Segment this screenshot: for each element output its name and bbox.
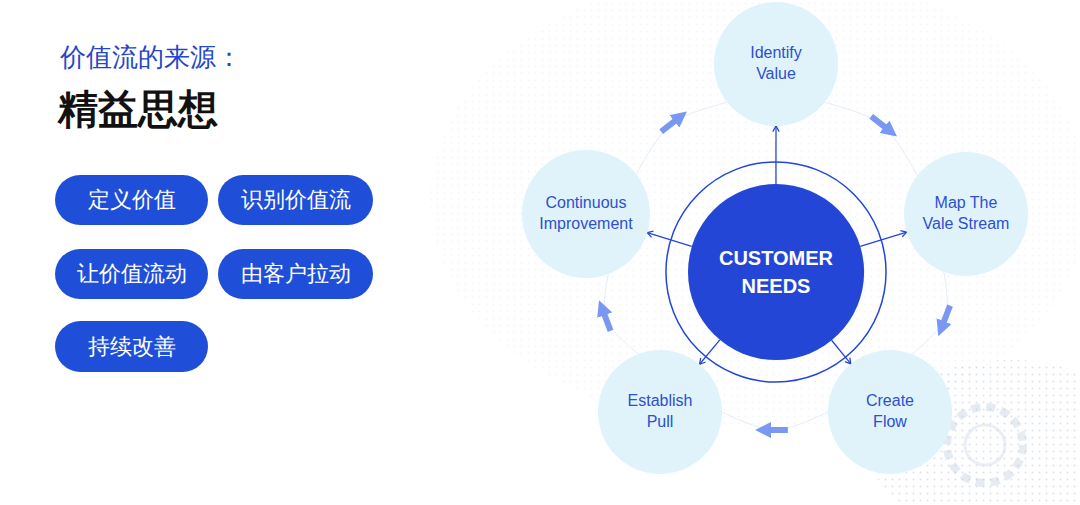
gear-watermark <box>947 407 1023 483</box>
pill-label: 持续改善 <box>88 332 176 362</box>
cycle-arrow <box>871 116 887 128</box>
radial-arrow <box>700 340 720 364</box>
circle-label: CUSTOMER NEEDS <box>701 244 851 300</box>
dot-texture <box>430 0 1080 430</box>
circle-label: Identify Value <box>736 43 816 85</box>
connector <box>700 340 720 364</box>
cycle-arrow <box>661 119 677 131</box>
connector <box>832 340 851 364</box>
connector <box>775 126 776 184</box>
circle-label: Map The Vale Stream <box>920 193 1012 235</box>
circle-outline <box>522 150 650 278</box>
principle-pill: 识别价值流 <box>218 175 373 225</box>
radial-arrow <box>860 232 906 246</box>
pill-label: 让价值流动 <box>77 259 187 289</box>
connector <box>722 412 828 430</box>
circle-outline <box>904 152 1028 276</box>
cycle-arrow <box>604 312 611 331</box>
cycle-arrow <box>943 306 950 325</box>
principle-pill: 定义价值 <box>55 175 208 225</box>
circle-label: Establish Pull <box>620 391 700 433</box>
cycle-path <box>912 272 947 354</box>
circle-outline <box>688 184 864 360</box>
step-circle: Identify Value <box>714 2 838 126</box>
step-circle: Continuous Improvement <box>522 150 650 278</box>
pill-label: 识别价值流 <box>241 185 351 215</box>
cycle-path <box>825 102 918 175</box>
connector <box>636 102 727 174</box>
step-circle: Map The Vale Stream <box>904 152 1028 276</box>
cycle-path <box>636 102 727 174</box>
title: 价值流的来源： <box>60 42 242 72</box>
cycle-arrow <box>768 427 788 433</box>
step-circle: Create Flow <box>828 350 952 474</box>
circle-outline <box>828 350 952 474</box>
circle-label: Create Flow <box>850 391 930 433</box>
pill-label: 定义价值 <box>88 185 176 215</box>
hub-ring <box>666 162 886 382</box>
radial-arrow <box>775 126 776 184</box>
label-block: 精益思想 <box>58 82 218 137</box>
connector <box>912 272 950 354</box>
radial-arrow <box>647 233 692 247</box>
subtitle: 精益思想 <box>58 86 218 132</box>
principle-pill: 让价值流动 <box>55 249 208 299</box>
step-circle: Establish Pull <box>598 350 722 474</box>
cycle-path <box>722 412 828 430</box>
connector <box>860 232 906 246</box>
title-block: 价值流的来源： <box>60 40 242 75</box>
connector <box>647 233 692 247</box>
principle-pill: 持续改善 <box>55 321 208 372</box>
pill-label: 由客户拉动 <box>241 259 351 289</box>
circle-outline <box>598 350 722 474</box>
radial-arrow <box>832 340 851 364</box>
principle-pill: 由客户拉动 <box>218 249 373 299</box>
cycle-path <box>604 274 638 354</box>
circle-label: Continuous Improvement <box>534 193 638 235</box>
hub-circle: CUSTOMER NEEDS <box>688 184 864 360</box>
connector <box>604 274 639 354</box>
connector <box>825 102 918 175</box>
circle-outline <box>714 2 838 126</box>
